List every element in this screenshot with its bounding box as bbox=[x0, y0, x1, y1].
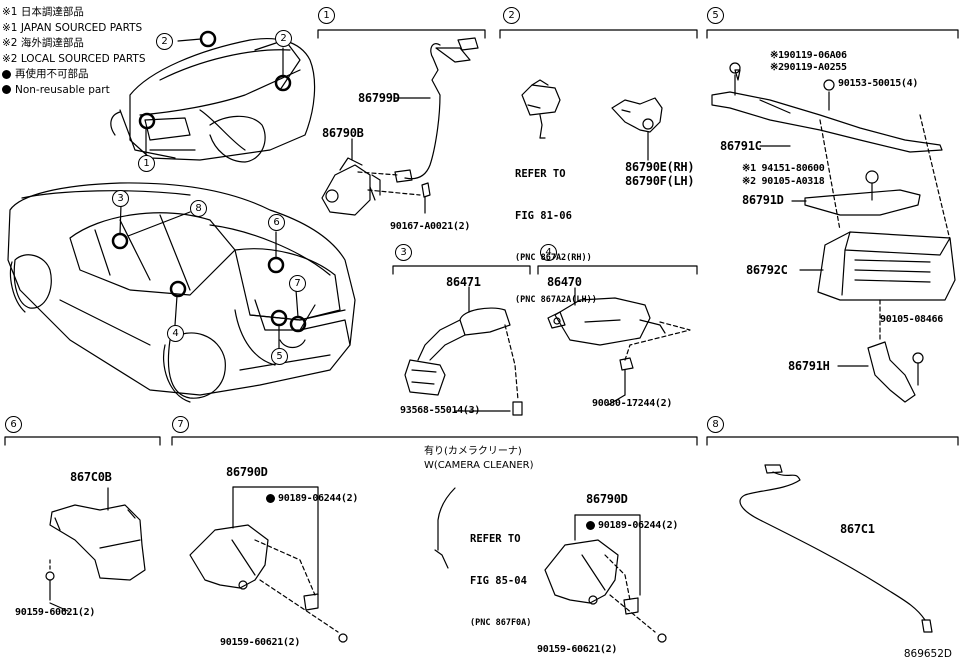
label-leaders bbox=[49, 97, 869, 612]
section5-drawing bbox=[711, 62, 956, 403]
section-badge-7: 7 bbox=[172, 416, 189, 433]
part-label-86470: 86470 bbox=[547, 275, 582, 289]
legend-local-sourced-jp: ※2 海外調達部品 bbox=[2, 37, 84, 49]
section-badge-3: 3 bbox=[395, 244, 412, 261]
part-label-90189-06244-b: 90189-06244(2) bbox=[586, 520, 678, 531]
part-label-90189-06244-a: 90189-06244(2) bbox=[266, 493, 358, 504]
part-label-90159-60621-s6: 90159-60621(2) bbox=[15, 607, 96, 618]
section3-drawing bbox=[404, 286, 523, 416]
section2-drawing bbox=[521, 79, 663, 161]
section8-drawing bbox=[739, 464, 933, 633]
vehicle-callout-2b: 2 bbox=[275, 30, 292, 47]
part-label-90159-60621-a: 90159-60621(2) bbox=[220, 637, 301, 648]
part-label-86790D-b: 86790D bbox=[586, 492, 628, 506]
part-label-86790B: 86790B bbox=[322, 126, 364, 140]
nonreusable-dot-icon bbox=[266, 493, 275, 503]
part-label-867C0B: 867C0B bbox=[70, 470, 112, 484]
nonreusable-dot-icon bbox=[2, 69, 11, 79]
vehicle-front-view bbox=[110, 38, 316, 163]
figure-id: 869652D bbox=[903, 648, 952, 660]
vehicle-callout-7: 7 bbox=[289, 275, 306, 292]
section7-drawing bbox=[189, 486, 667, 643]
vehicle-callout-8: 8 bbox=[190, 200, 207, 217]
part-label-86471: 86471 bbox=[446, 275, 481, 289]
vehicle-callout-3: 3 bbox=[112, 190, 129, 207]
part-label-86790F-LH: 86790F(LH) bbox=[625, 174, 695, 188]
part-label-93568-55014: 93568-55014(3) bbox=[400, 405, 481, 416]
legend-nonreusable-en: Non-reusable part bbox=[2, 83, 146, 99]
section-dividers bbox=[4, 29, 959, 446]
legend-japan-sourced-en: ※1 JAPAN SOURCED PARTS bbox=[2, 21, 143, 34]
part-label-86791D: 86791D bbox=[742, 193, 784, 207]
camera-cleaner-note: 有り(カメラクリーナ) W(CAMERA CLEANER) bbox=[424, 446, 534, 471]
section-badge-4: 4 bbox=[540, 244, 557, 261]
nonreusable-dot-icon bbox=[2, 85, 11, 94]
section-badge-8: 8 bbox=[707, 416, 724, 433]
section-badge-1: 1 bbox=[318, 7, 335, 24]
part-label-90080-17244: 90080-17244(2) bbox=[592, 398, 673, 409]
part-label-86791C: 86791C bbox=[720, 139, 762, 153]
reference-fig-85-04: REFER TO FIG 85-04 (PNC 867F0A) bbox=[470, 533, 532, 628]
part-label-90167-A0021: 90167-A0021(2) bbox=[390, 221, 471, 232]
section4-drawing bbox=[547, 287, 691, 396]
legend-japan-sourced-jp: ※1 日本調達部品 bbox=[2, 6, 84, 18]
vehicle-callout-6: 6 bbox=[268, 214, 285, 231]
vehicle-callout-4: 4 bbox=[167, 325, 184, 342]
part-label-90153-50015: 90153-50015(4) bbox=[838, 78, 919, 89]
section6-drawing bbox=[45, 487, 146, 601]
legend-nonreusable-jp: 再使用不可部品 bbox=[2, 67, 146, 83]
part-label-90105-A0318: ※2 90105-A0318 bbox=[742, 176, 825, 187]
part-label-86791H: 86791H bbox=[788, 359, 830, 373]
part-label-94151-80600: ※1 94151-80600 bbox=[742, 163, 825, 174]
part-label-90119-A0255: ※290119-A0255 bbox=[770, 62, 847, 73]
part-label-867C1: 867C1 bbox=[840, 522, 875, 536]
part-label-90105-08466: 90105-08466 bbox=[880, 314, 943, 325]
nonreusable-dot-icon bbox=[586, 520, 595, 530]
vehicle-rear-view bbox=[7, 182, 356, 403]
vehicle-callout-5: 5 bbox=[271, 348, 288, 365]
section-badge-2: 2 bbox=[503, 7, 520, 24]
part-label-86792C: 86792C bbox=[746, 263, 788, 277]
parts-legend: ※1 日本調達部品 ※1 JAPAN SOURCED PARTS ※2 海外調達… bbox=[2, 5, 146, 98]
part-label-90159-60621-b: 90159-60621(2) bbox=[537, 644, 618, 655]
part-label-86799D: 86799D bbox=[358, 91, 400, 105]
part-label-90119-06A06: ※190119-06A06 bbox=[770, 50, 847, 61]
reference-fig-81-06: REFER TO FIG 81-06 (PNC 867A2(RH)) (PNC … bbox=[515, 168, 597, 305]
section-badge-5: 5 bbox=[707, 7, 724, 24]
vehicle-callout-1: 1 bbox=[138, 155, 155, 172]
vehicle-callout-2a: 2 bbox=[156, 33, 173, 50]
vehicle-callout-markers bbox=[111, 30, 307, 349]
part-label-86790E-RH: 86790E(RH) bbox=[625, 160, 695, 174]
section-badge-6: 6 bbox=[5, 416, 22, 433]
part-label-86790D-a: 86790D bbox=[226, 465, 268, 479]
section1-drawing bbox=[321, 37, 479, 216]
legend-local-sourced-en: ※2 LOCAL SOURCED PARTS bbox=[2, 52, 146, 65]
